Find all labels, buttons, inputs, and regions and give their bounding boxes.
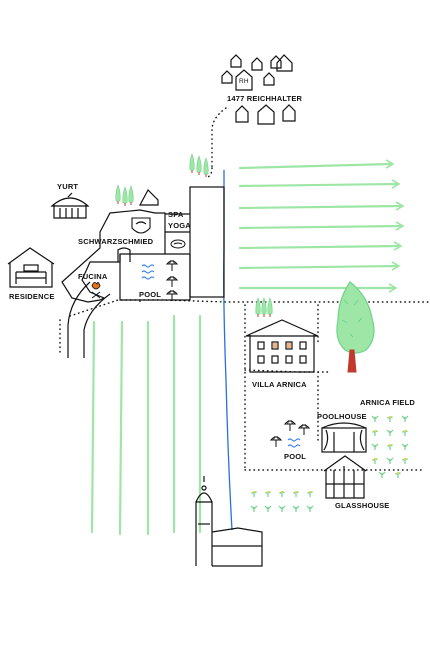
arnica-field-plants [371,415,409,479]
label-spa[interactable]: SPA [168,210,184,219]
schwarzschmied-emblem-icon [131,217,151,234]
villa-arnica-building [245,319,319,373]
pool-umbrellas-main [166,259,178,302]
residence-building [7,247,55,288]
road [67,281,111,358]
glasshouse-building [323,455,367,499]
pool-water-main [141,264,155,280]
rh-sign: RH [239,78,249,85]
church-icon [195,476,263,567]
fire-icon [91,282,101,299]
pool-umbrellas-villa [270,419,310,448]
tent-icon [139,189,159,206]
label-villa-arnica[interactable]: VILLA ARNICA [252,380,307,389]
label-yurt[interactable]: YURT [57,182,79,191]
pool-water-villa [287,438,301,448]
yurt-icon [50,192,90,219]
cypress-trees-villa [255,297,273,318]
label-residence[interactable]: RESIDENCE [9,292,55,301]
field-lines-left [90,314,202,536]
label-fucina[interactable]: FUCINA [78,272,108,281]
label-pool-main[interactable]: POOL [139,290,162,299]
poolhouse-building [321,422,367,453]
tree-icon [336,281,375,373]
main-complex [61,186,225,303]
cypress-trees-yurt [115,184,134,207]
villa-window-accents [273,343,291,348]
cypress-trees-top [189,153,209,178]
label-pool-villa[interactable]: POOL [284,452,307,461]
label-arnica-field[interactable]: ARNICA FIELD [360,398,416,407]
label-glasshouse[interactable]: GLASSHOUSE [335,501,390,510]
label-yoga[interactable]: YOGA [168,221,191,230]
stream [223,170,233,531]
label-reichhalter[interactable]: 1477 REICHHALTER [227,94,303,103]
label-poolhouse[interactable]: POOLHOUSE [317,412,367,421]
field-lines-right-arrows [385,159,405,293]
reichhalter-houses [221,54,296,125]
label-schwarzschmied[interactable]: SCHWARZSCHMIED [78,237,154,246]
field-lines-right [238,162,404,290]
yoga-icon [170,239,186,249]
fucina-door [117,247,131,262]
garden-rows [250,490,314,513]
